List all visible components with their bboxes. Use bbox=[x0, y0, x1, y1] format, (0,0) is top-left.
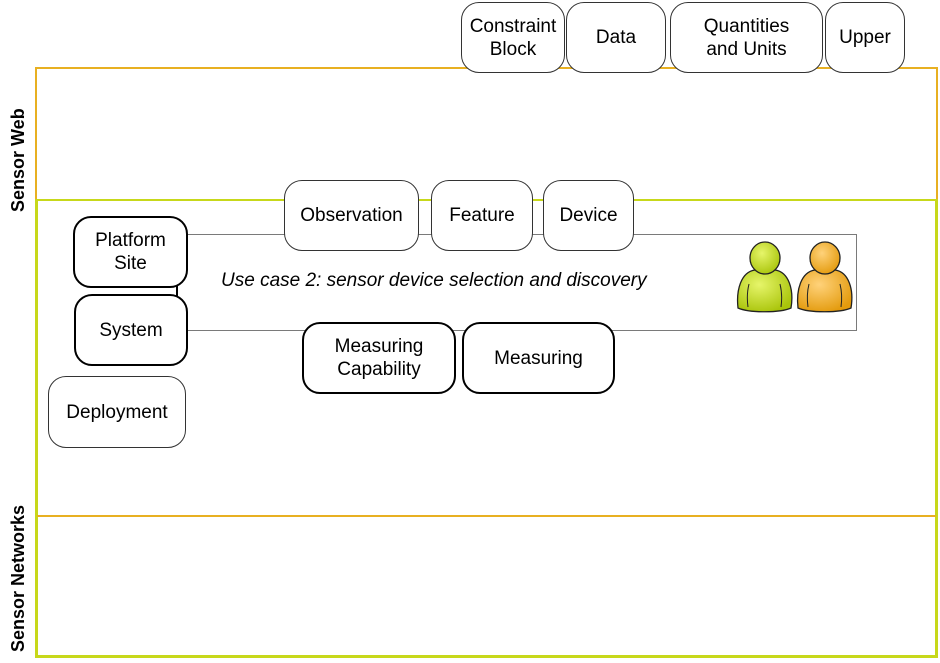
module-device[interactable]: Device bbox=[543, 180, 634, 251]
use-case-label: Use case 2: sensor device selection and … bbox=[221, 270, 647, 291]
module-measuring-capability[interactable]: Measuring Capability bbox=[302, 322, 456, 394]
module-system[interactable]: System bbox=[74, 294, 188, 366]
actors-group bbox=[736, 241, 853, 313]
module-label: Observation bbox=[300, 205, 403, 226]
module-label: Measuring Capability bbox=[334, 336, 424, 380]
module-label: Upper bbox=[839, 27, 891, 48]
module-observation[interactable]: Observation bbox=[284, 180, 419, 251]
module-label: Constraint Block bbox=[469, 15, 557, 60]
lane-divider bbox=[37, 515, 936, 517]
module-label: Device bbox=[559, 205, 618, 226]
sensor-web-label: Sensor Web bbox=[8, 108, 28, 212]
user-green-icon bbox=[736, 241, 793, 313]
module-label: Data bbox=[595, 27, 637, 48]
module-constraint-block[interactable]: Constraint Block bbox=[461, 2, 565, 73]
module-label: Measuring bbox=[494, 347, 583, 369]
user-orange-icon bbox=[796, 241, 853, 313]
module-data[interactable]: Data bbox=[566, 2, 666, 73]
sensor-networks-label: Sensor Networks bbox=[8, 504, 28, 652]
connector bbox=[176, 285, 178, 297]
module-deployment[interactable]: Deployment bbox=[48, 376, 186, 448]
module-upper[interactable]: Upper bbox=[825, 2, 905, 73]
module-label: Deployment bbox=[66, 401, 168, 423]
module-label: System bbox=[99, 319, 163, 341]
module-feature[interactable]: Feature bbox=[431, 180, 533, 251]
module-measuring[interactable]: Measuring bbox=[462, 322, 615, 394]
module-label: Quantities and Units bbox=[703, 15, 790, 60]
module-label: Platform Site bbox=[95, 230, 166, 274]
module-label: Feature bbox=[449, 205, 515, 226]
module-quantities-and-units[interactable]: Quantities and Units bbox=[670, 2, 823, 73]
module-platform-site[interactable]: Platform Site bbox=[73, 216, 188, 288]
